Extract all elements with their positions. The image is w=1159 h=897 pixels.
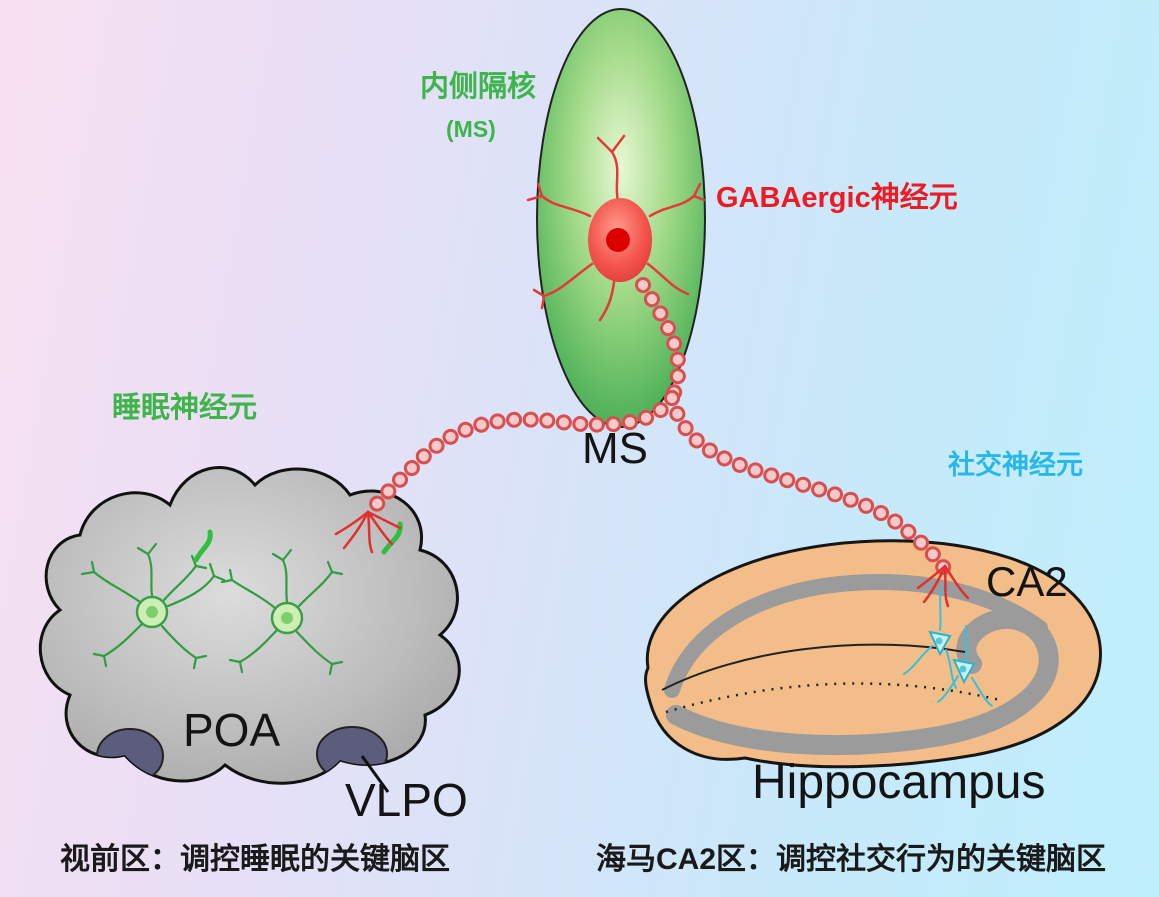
projection-to-poa [360,390,680,524]
hippocampus-label: Hippocampus [752,756,1046,809]
caption-preoptic-area: 视前区：调控睡眠的关键脑区 [60,843,450,876]
gabaergic-neuron-icon [526,134,706,322]
sleep-neurons-label: 睡眠神经元 [112,392,258,424]
vlpo-label: VLPO [345,774,468,826]
medial-septum-label: 内侧隔核 [420,71,537,103]
gabaergic-neuron-label: GABAergic神经元 [716,182,958,214]
ms-label: MS [582,424,648,473]
medial-septum-abbr: (MS) [446,116,496,142]
hippocampus-shape [644,539,1102,769]
poa-label: POA [183,704,281,756]
social-neuron-icon [903,587,993,707]
ca2-axon-terminal [916,564,970,608]
vlpo-pointer-line [360,755,390,793]
poa-axon-terminal [334,510,402,554]
caption-hippocampus-ca2: 海马CA2区：调控社交行为的关键脑区 [596,843,1107,876]
projection-trunk [635,277,687,406]
social-neurons-label: 社交神经元 [948,450,1083,480]
ca2-label: CA2 [986,558,1068,605]
projection-to-ca2 [664,390,953,578]
